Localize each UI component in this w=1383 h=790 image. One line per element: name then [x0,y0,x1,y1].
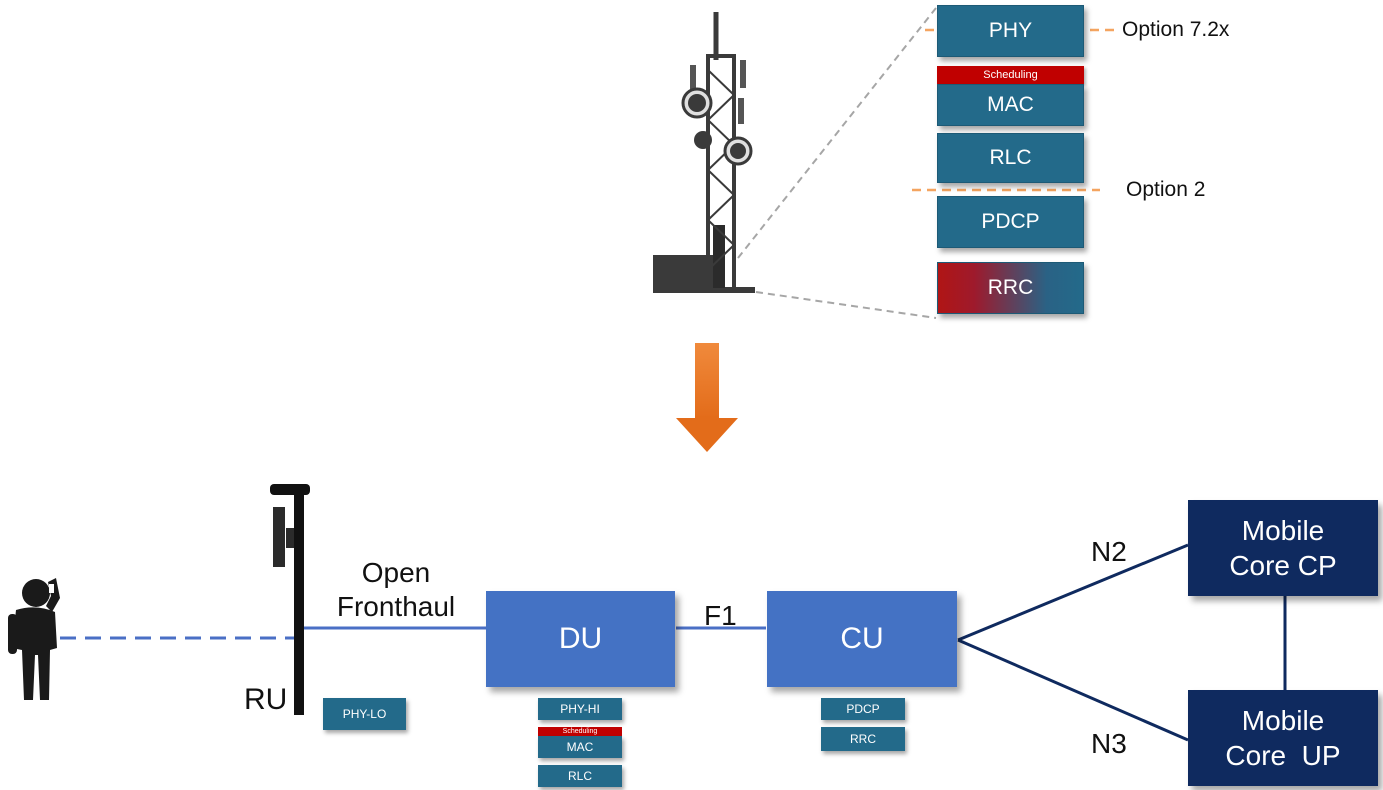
du-box: DU [486,591,675,687]
n2-label: N2 [1091,536,1127,567]
cu-pdcp-box: PDCP [821,698,905,720]
du-rlc-box: RLC [538,765,622,787]
pdcp-layer-box: PDCP [937,196,1084,248]
down-arrow-icon [676,343,738,452]
mobile-core-up-box: Mobile Core UP [1188,690,1378,786]
ru-phy-lo-box: PHY-LO [323,698,406,730]
n3-label: N3 [1091,728,1127,759]
scheduling-box: Scheduling [937,66,1084,84]
core-cp-line2: Core CP [1229,550,1337,581]
mobile-core-cp-box: Mobile Core CP [1188,500,1378,596]
ru-label: RU [244,683,288,716]
cu-rrc-box: RRC [821,727,905,751]
radio-unit-pole-icon [270,484,310,715]
core-up-line1: Mobile [1241,705,1325,736]
cell-tower-icon [653,12,755,293]
mac-layer-box: MAC [937,84,1084,126]
open-fronthaul-label: Open Fronthaul [318,556,474,624]
person-phone-icon [8,578,60,700]
rrc-layer-box: RRC [937,262,1084,314]
open-fronthaul-line1: Open [361,557,431,588]
core-up-line2: Core UP [1225,740,1341,771]
option-2-label: Option 2 [1126,178,1206,201]
du-scheduling-box: Scheduling [538,727,622,736]
open-fronthaul-line2: Fronthaul [336,591,456,622]
du-mac-box: MAC [538,736,622,758]
core-links [957,543,1287,742]
core-cp-line1: Mobile [1241,515,1325,546]
cu-box: CU [767,591,957,687]
phy-layer-box: PHY [937,5,1084,57]
f1-label: F1 [704,600,737,631]
option-72x-label: Option 7.2x [1122,18,1230,41]
rlc-layer-box: RLC [937,133,1084,183]
du-phy-hi-box: PHY-HI [538,698,622,720]
zoom-connector-lines [737,7,937,319]
